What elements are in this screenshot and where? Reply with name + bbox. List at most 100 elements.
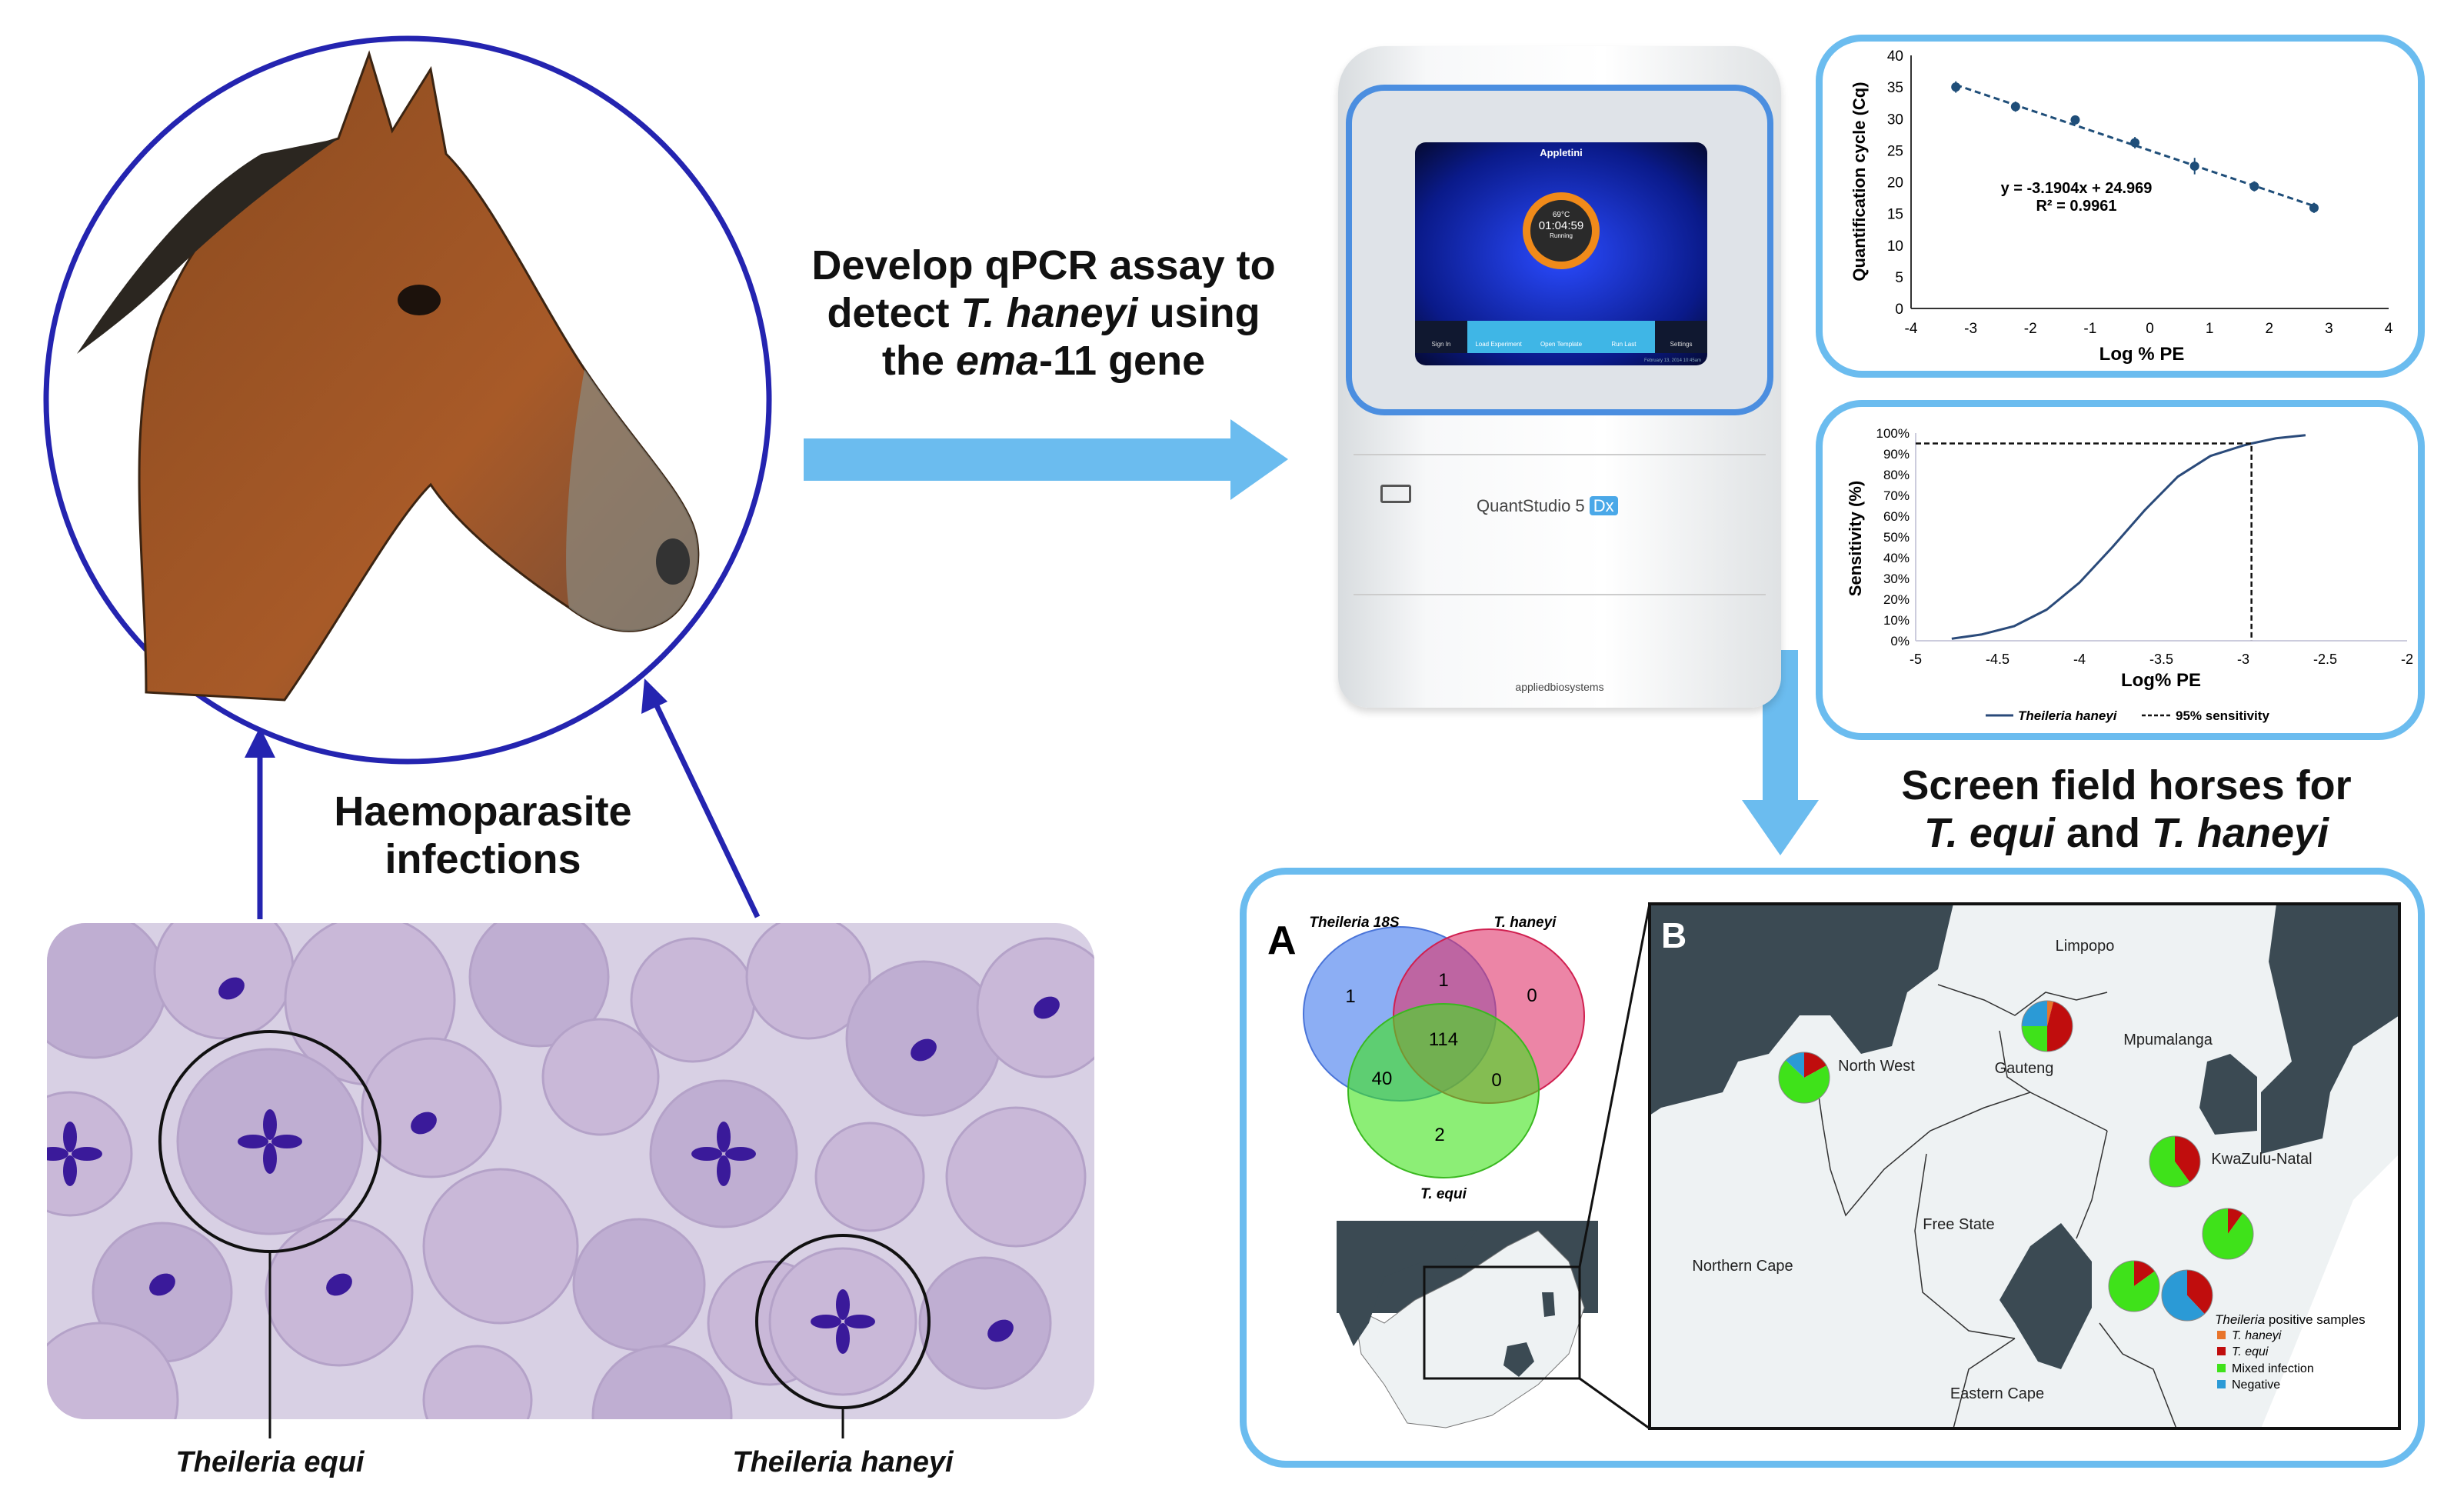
parasite	[987, 1319, 1014, 1342]
svg-text:2: 2	[1434, 1125, 1444, 1145]
step-screen-horses: Screen field horses for T. equi and T. h…	[1901, 762, 2352, 856]
red-blood-cell	[745, 923, 871, 1040]
pie-kwazulu-natal	[2149, 1135, 2201, 1188]
svg-text:T. equi: T. equi	[2232, 1345, 2269, 1358]
pie-slice	[2175, 1136, 2201, 1182]
brand-logo: appliedbiosystems	[1515, 681, 1604, 693]
parasite	[911, 1038, 937, 1062]
red-blood-cell	[422, 1168, 579, 1325]
qpcr-instrument: Appletini 69°C 01:04:59 Running Sign In …	[1330, 46, 1789, 715]
load-experiment-button[interactable]: Load Experiment	[1467, 321, 1530, 353]
svg-text:114: 114	[1429, 1029, 1458, 1050]
x-tick-label: -3	[1964, 321, 1977, 337]
svg-text:Gauteng: Gauteng	[1995, 1060, 2054, 1077]
map-legend: Theileria positive samples T. haneyi T. …	[2215, 1312, 2366, 1392]
y-tick-label: 10%	[1883, 613, 1910, 628]
y-tick-label: 30%	[1883, 572, 1910, 586]
svg-text:1: 1	[1438, 970, 1448, 991]
label-theileria-equi: Theileria equi	[175, 1446, 365, 1478]
pie-slice	[1779, 1060, 1830, 1103]
instrument-model: QuantStudio 5 Dx	[1477, 496, 1618, 516]
usb-port	[1380, 485, 1411, 503]
x-tick-label: -2.5	[2313, 652, 2337, 667]
pie-slice	[2022, 1001, 2047, 1026]
step-develop-qpcr: Develop qPCR assay to detect T. haneyi u…	[811, 242, 1276, 384]
pie-slice	[1785, 1052, 1804, 1078]
blood-smear-image	[47, 923, 1094, 1419]
svg-text:T. haneyi: T. haneyi	[2232, 1329, 2282, 1342]
mozambique-shape	[2261, 904, 2399, 1154]
data-point	[2070, 115, 2080, 125]
red-blood-cell	[176, 1048, 364, 1235]
sign-in-button[interactable]: Sign In	[1431, 341, 1451, 348]
parasite	[1034, 996, 1060, 1019]
y-tick-label: 35	[1887, 80, 1903, 96]
x-tick-label: 3	[2325, 321, 2333, 337]
settings-button[interactable]: Settings	[1670, 341, 1693, 348]
y-tick-label: 60%	[1883, 509, 1910, 524]
open-template-button[interactable]: Open Template	[1530, 321, 1593, 353]
run-last-button[interactable]: Run Last	[1592, 321, 1656, 353]
lesotho-shape	[2000, 1223, 2092, 1369]
x-tick-label: 0	[2146, 321, 2154, 337]
pie-slice	[2187, 1270, 2213, 1315]
x-tick-label: -2	[2024, 321, 2037, 337]
svg-text:North West: North West	[1838, 1058, 1915, 1075]
pie-slice	[2134, 1261, 2155, 1286]
x-tick-label: -3.5	[2149, 652, 2173, 667]
y-tick-label: 30	[1887, 112, 1903, 128]
parasite	[844, 1315, 875, 1328]
x-axis-title: Log% PE	[2121, 670, 2201, 691]
sensitivity-chart: -5-4.5-4-3.5-3-2.5-20%10%20%30%40%50%60%…	[1846, 426, 2413, 723]
svg-text:Northern Cape: Northern Cape	[1692, 1258, 1793, 1275]
x-tick-label: 2	[2265, 321, 2273, 337]
parasite	[725, 1147, 756, 1161]
y-tick-label: 80%	[1883, 468, 1910, 482]
parasite	[63, 1122, 77, 1152]
pie-slice	[2047, 1001, 2054, 1026]
y-axis-title: Quantification cycle (Cq)	[1850, 82, 1869, 281]
parasite	[326, 1273, 352, 1296]
pie-north-west	[1778, 1052, 1830, 1104]
parasite	[47, 1147, 68, 1161]
red-blood-cells	[47, 923, 1094, 1419]
pie-kzn-south-1	[2202, 1208, 2254, 1260]
svg-text:Mpumalanga: Mpumalanga	[2123, 1032, 2213, 1048]
red-blood-cell	[541, 1018, 660, 1136]
y-tick-label: 100%	[1876, 426, 1910, 441]
pie-slice	[2109, 1261, 2159, 1312]
x-tick-label: 4	[2385, 321, 2393, 337]
red-blood-cell	[945, 1106, 1087, 1248]
heading-haemoparasite: Haemoparasite infections	[334, 788, 632, 882]
horse-mane	[77, 138, 338, 354]
red-blood-cell	[649, 1079, 798, 1228]
botswana-shape	[1650, 904, 1953, 1115]
svg-text:Free State: Free State	[1923, 1216, 1994, 1233]
svg-text:Theileria 18S: Theileria 18S	[1309, 915, 1400, 931]
pie-slice	[2203, 1208, 2253, 1260]
red-blood-cell	[814, 1122, 925, 1232]
pie-slice	[2022, 1026, 2047, 1052]
eswatini-shape	[2199, 1054, 2257, 1135]
data-point	[2189, 161, 2199, 171]
r2-label: R² = 0.9961	[2036, 198, 2116, 215]
y-tick-label: 0%	[1890, 634, 1910, 648]
x-tick-label: -1	[2083, 321, 2096, 337]
pie-kzn-south-2	[2108, 1260, 2160, 1312]
svg-text:Negative: Negative	[2232, 1378, 2280, 1392]
sensitivity-panel	[1816, 400, 2425, 740]
data-point	[1951, 82, 1961, 92]
pie-slice	[2161, 1270, 2205, 1322]
horse-eye	[398, 285, 441, 315]
x-tick-label: -5	[1910, 652, 1922, 667]
svg-text:1: 1	[1345, 986, 1355, 1007]
svg-text:Limpopo: Limpopo	[2056, 938, 2115, 955]
pie-kzn-south-3	[2161, 1269, 2213, 1322]
svg-text:T. equi: T. equi	[1420, 1186, 1467, 1202]
y-tick-label: 5	[1895, 270, 1903, 286]
pie-slice	[2149, 1136, 2190, 1188]
horse-illustration	[43, 35, 772, 765]
parasite	[811, 1315, 841, 1328]
